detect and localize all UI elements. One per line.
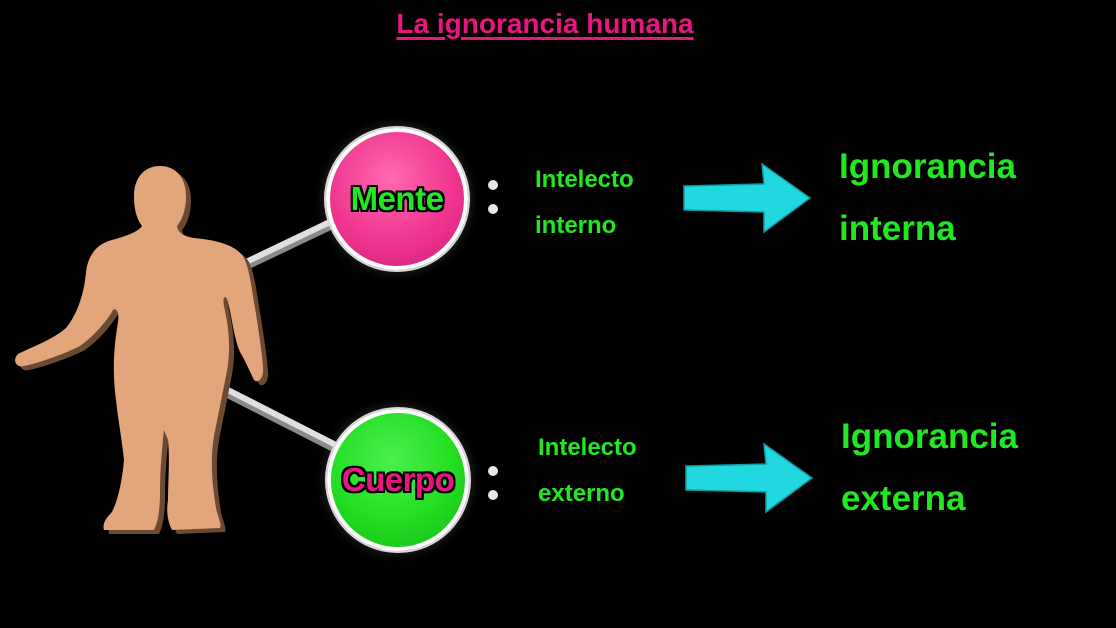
result-cuerpo-line-1: Ignorancia bbox=[841, 417, 1018, 456]
colon-dot bbox=[488, 466, 498, 476]
node-mente-label: Mente bbox=[350, 180, 444, 217]
colon-dot bbox=[488, 180, 498, 190]
node-cuerpo-label: Cuerpo bbox=[341, 461, 455, 498]
result-cuerpo-line-2: externa bbox=[841, 479, 966, 518]
node-mente: Mente bbox=[326, 128, 468, 270]
result-cuerpo: Ignorancia externa bbox=[841, 406, 1018, 530]
connector-cuerpo bbox=[221, 386, 341, 453]
intellect-cuerpo: Intelecto externo bbox=[538, 425, 688, 517]
node-cuerpo: Cuerpo bbox=[327, 409, 469, 551]
right-arrow-icon bbox=[685, 442, 814, 514]
result-mente-line-2: interna bbox=[839, 209, 956, 248]
connector-mente bbox=[239, 218, 337, 271]
intellect-mente: Intelecto interno bbox=[535, 157, 685, 249]
intellect-mente-line-2: interno bbox=[535, 212, 617, 239]
colon-dot bbox=[488, 204, 498, 214]
diagram-title: La ignorancia humana bbox=[396, 8, 694, 39]
intellect-cuerpo-line-2: externo bbox=[538, 480, 625, 507]
intellect-mente-line-1: Intelecto bbox=[535, 166, 634, 193]
colon-dot bbox=[488, 490, 498, 500]
human-body-silhouette-icon bbox=[15, 166, 269, 534]
intellect-cuerpo-line-1: Intelecto bbox=[538, 434, 637, 461]
result-mente: Ignorancia interna bbox=[839, 136, 1016, 260]
right-arrow-icon bbox=[683, 162, 812, 234]
result-mente-line-1: Ignorancia bbox=[839, 147, 1016, 186]
